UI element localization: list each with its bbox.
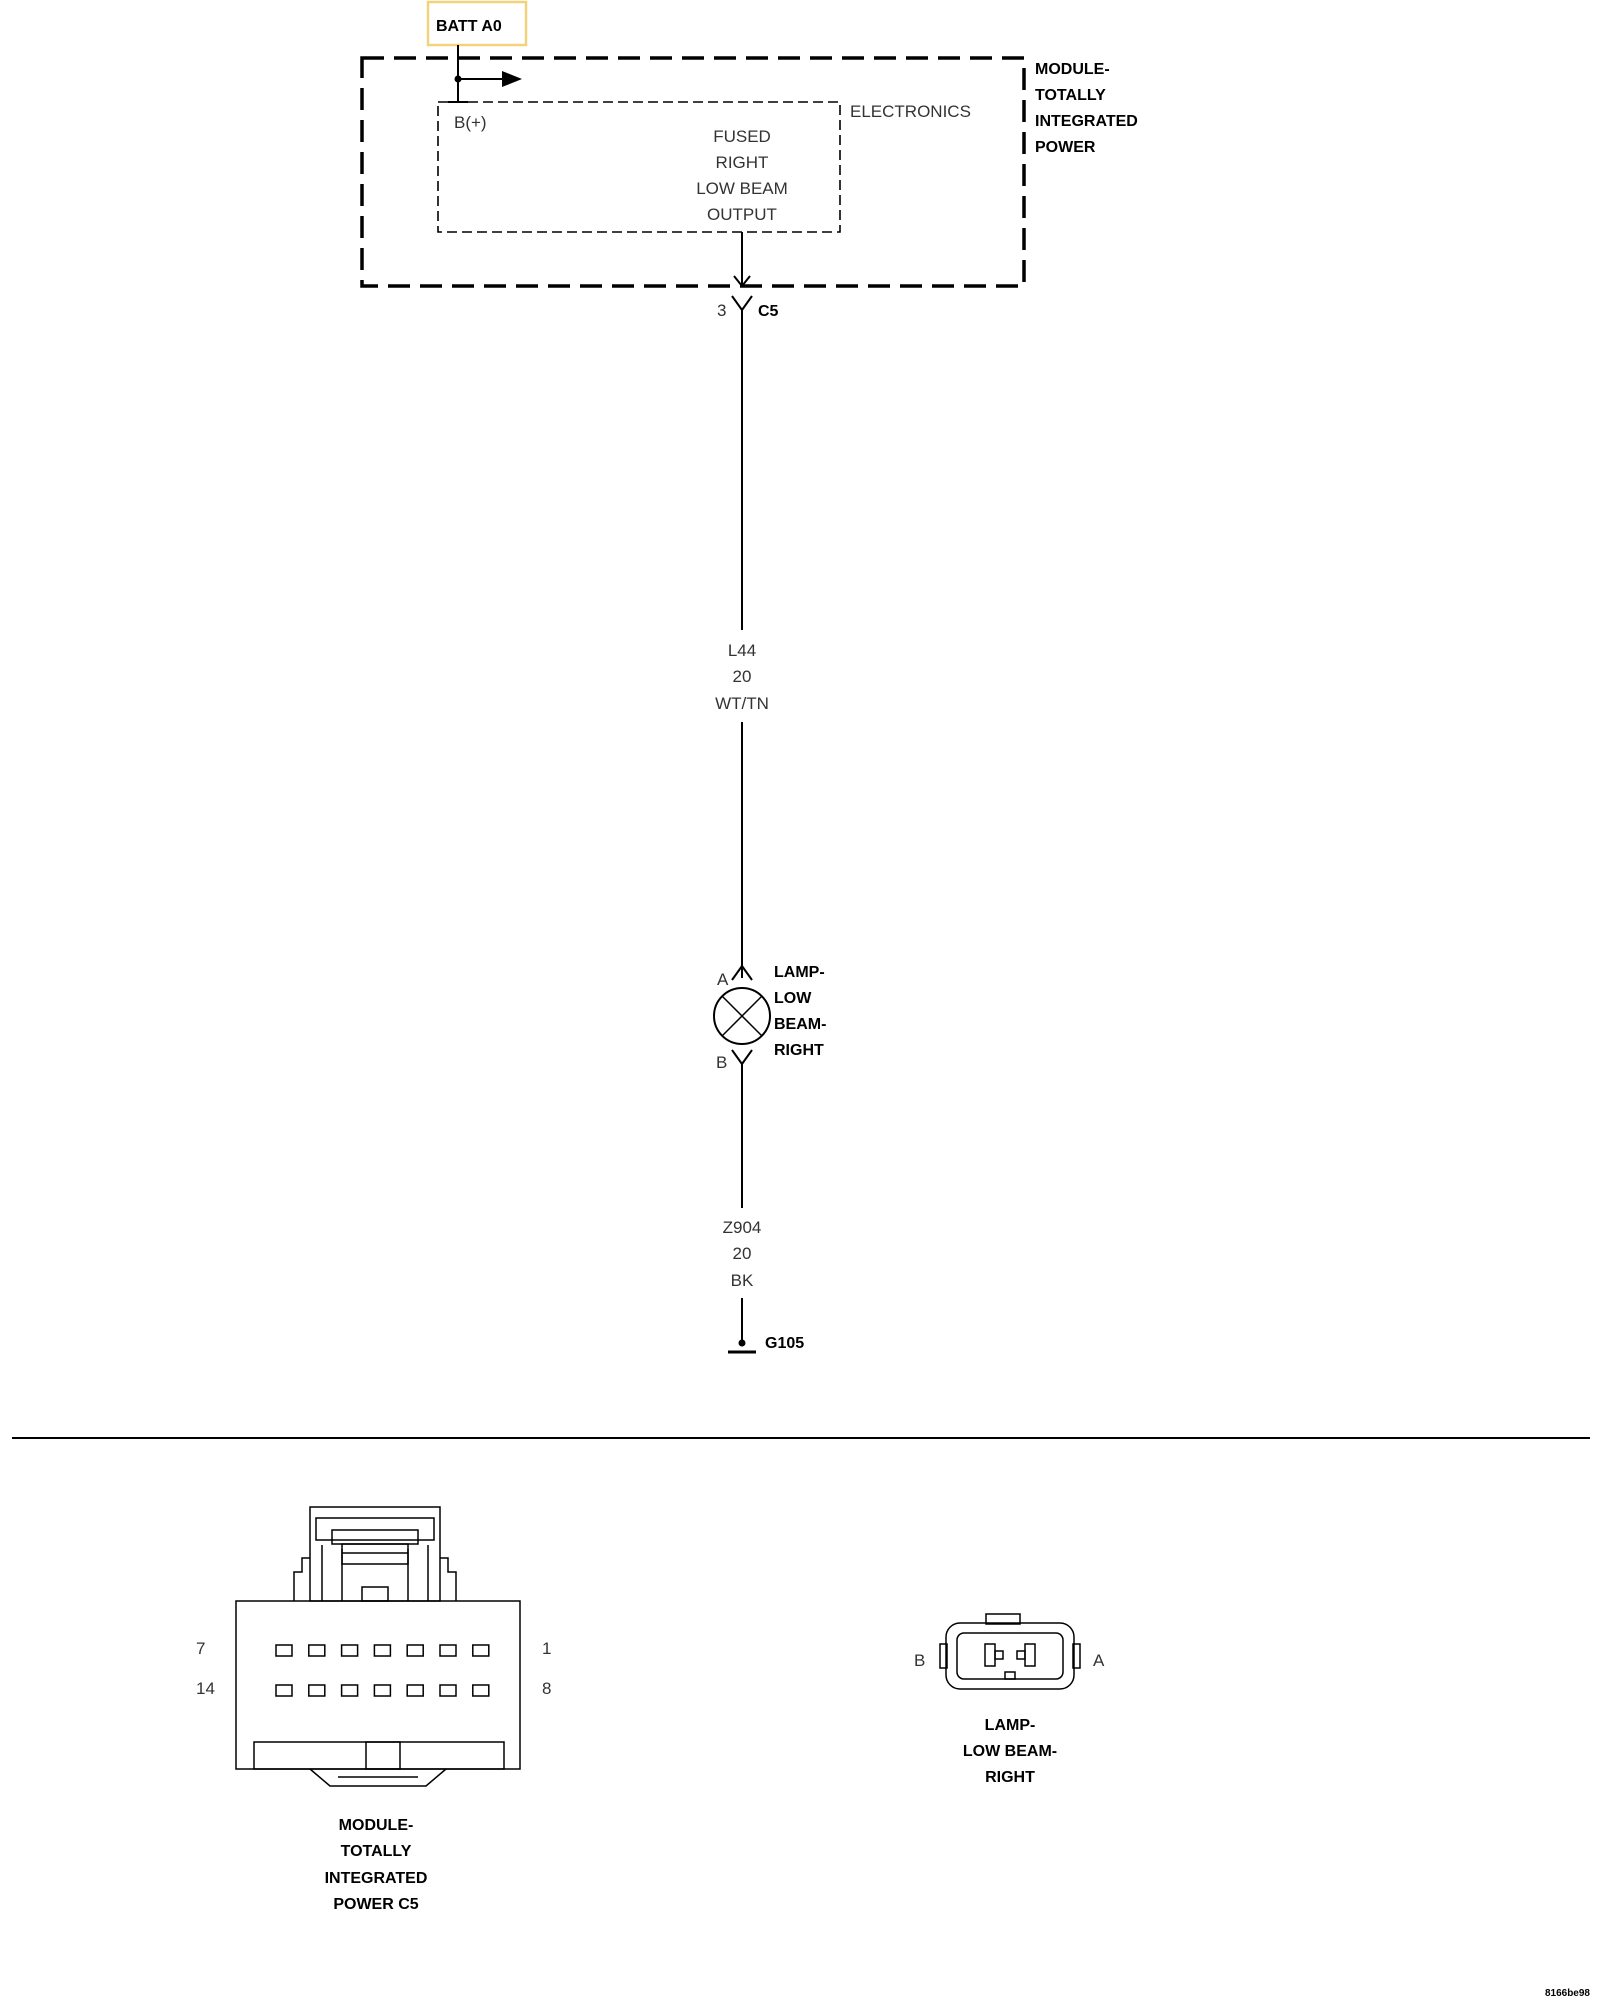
module-name-line-4: POWER (1035, 139, 1096, 156)
c5-pin-cavity (275, 1644, 293, 1657)
wire-z904-circuit: Z904 (723, 1218, 762, 1237)
lamp-view-pin-a: A (1093, 1651, 1105, 1670)
module-name-line-2: TOTALLY (1035, 87, 1106, 104)
c5-pin-cavity (472, 1684, 490, 1697)
c5-pin-cavity (308, 1684, 326, 1697)
ground-name: G105 (765, 1335, 804, 1352)
c5-pin-cavity (373, 1644, 392, 1657)
lamp-view-pin-b: B (914, 1651, 925, 1670)
electronics-label: ELECTRONICS (850, 102, 971, 121)
document-id: 8166be98 (1545, 1988, 1590, 1999)
lamp-name-line-3: BEAM- (774, 1016, 826, 1033)
wire-z904-gauge: 20 (733, 1244, 752, 1263)
lamp-cross-2 (721, 995, 763, 1037)
electronics-box (437, 101, 841, 233)
c5-pin-cavity (439, 1684, 457, 1697)
c5-name: C5 (758, 303, 779, 320)
c5-pin-cavity (340, 1644, 359, 1657)
lamp-name-line-1: LAMP- (774, 964, 825, 981)
lamp-view-caption-line-2: LOW BEAM- (963, 1743, 1057, 1760)
c5-pin-number: 3 (717, 301, 726, 320)
output-line-4: OUTPUT (707, 205, 777, 224)
arrow-head-icon (502, 71, 522, 87)
c5-connector-view (235, 1506, 521, 1787)
lamp-pin-a-label: A (717, 970, 729, 989)
c5-pin-cavity (472, 1644, 490, 1657)
battery-label-box (426, 0, 528, 47)
lamp-view-caption-line-3: RIGHT (985, 1769, 1035, 1786)
lamp-bulb-icon (713, 987, 771, 1045)
c5-pin-grid (275, 1644, 490, 1697)
c5-view-pin-7: 7 (196, 1639, 205, 1658)
c5-pin-cavity (406, 1684, 424, 1697)
c5-pin-cavity (439, 1644, 457, 1657)
wire-l44-gauge: 20 (733, 667, 752, 686)
lamp-name-line-2: LOW (774, 990, 812, 1007)
wire-l44-color: WT/TN (715, 694, 769, 713)
lamp-view-caption-line-1: LAMP- (985, 1717, 1036, 1734)
c5-view-caption-line-3: INTEGRATED (325, 1870, 428, 1887)
c5-view-pin-8: 8 (542, 1679, 551, 1698)
output-line-3: LOW BEAM (696, 179, 788, 198)
c5-view-pin-14: 14 (196, 1679, 215, 1698)
bplus-label: B(+) (454, 113, 487, 132)
lamp-name-line-4: RIGHT (774, 1042, 824, 1059)
c5-pin-cavity (308, 1644, 326, 1657)
lamp-pin-b-label: B (716, 1053, 727, 1072)
module-name-line-1: MODULE- (1035, 61, 1110, 78)
output-arrow-icon (733, 275, 751, 288)
c5-connector-icon (731, 295, 753, 312)
c5-pin-cavity (373, 1684, 392, 1697)
lamp-connector-view (939, 1613, 1081, 1690)
output-line-1: FUSED (713, 127, 771, 146)
c5-view-pin-1: 1 (542, 1639, 551, 1658)
battery-label: BATT A0 (436, 18, 502, 35)
module-outline (360, 56, 1026, 288)
output-line-2: RIGHT (716, 153, 769, 172)
lamp-pin-b-connector-icon (731, 1049, 753, 1066)
wire-z904-color: BK (731, 1271, 754, 1290)
c5-view-caption-line-2: TOTALLY (341, 1843, 412, 1860)
module-name-line-3: INTEGRATED (1035, 113, 1138, 130)
c5-view-caption-line-4: POWER C5 (333, 1896, 418, 1913)
c5-pin-cavity (275, 1684, 293, 1697)
ground-dot (738, 1339, 746, 1347)
c5-pin-cavity (406, 1644, 424, 1657)
wire-l44-circuit: L44 (728, 641, 756, 660)
c5-view-caption-line-1: MODULE- (339, 1817, 414, 1834)
c5-pin-cavity (340, 1684, 359, 1697)
lamp-pin-a-connector-icon (731, 964, 753, 981)
